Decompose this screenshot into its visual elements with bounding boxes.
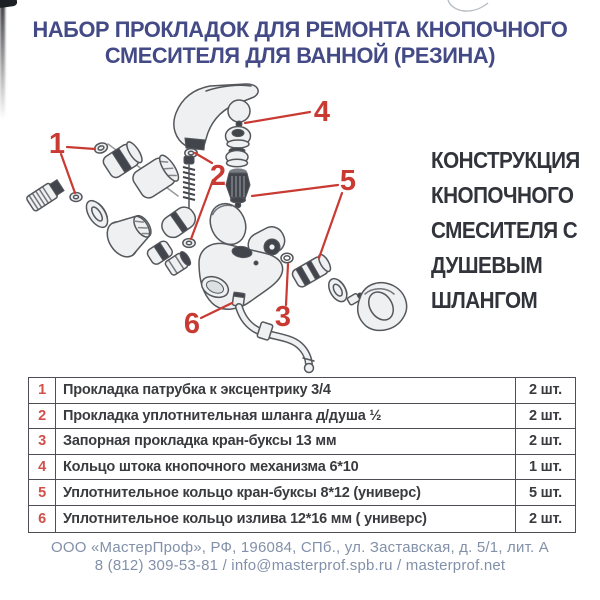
row-3-number: 3 <box>29 429 56 455</box>
caption-line: СМЕСИТЕЛЯ С <box>431 217 578 243</box>
callout-number-5: 5 <box>340 165 356 197</box>
row-4-qty: 1 шт. <box>516 455 575 481</box>
row-6-number: 6 <box>29 505 56 532</box>
row-5-qty: 5 шт. <box>516 480 575 506</box>
caption-line: КНОПОЧНОГО <box>431 182 574 208</box>
row-6-desc: Уплотнительное кольцо излива 12*16 мм ( … <box>56 505 516 532</box>
company-contact: ООО «МастерПроф», РФ, 196084, СПб., ул. … <box>0 539 600 574</box>
callout-1-line-a <box>65 145 97 151</box>
callout-number-6: 6 <box>184 308 200 340</box>
callout-2-line-a <box>193 151 214 165</box>
row-6-qty: 2 шт. <box>528 510 563 527</box>
row-3-desc: Запорная прокладка кран-буксы 13 мм <box>56 429 516 455</box>
caption-line: КОНСТРУКЦИЯ <box>431 147 580 173</box>
button-mechanism-drawing <box>224 99 252 209</box>
mixer-body-drawing <box>198 202 286 310</box>
title-line-2: СМЕСИТЕЛЯ ДЛЯ ВАННОЙ (РЕЗИНА) <box>104 43 496 68</box>
spring-stem-drawing <box>182 155 196 216</box>
row-2-number: 2 <box>29 403 56 430</box>
page-title: НАБОР ПРОКЛАДОК ДЛЯ РЕМОНТА КНОПОЧНОГО С… <box>3 17 597 69</box>
caption-line: ДУШЕВЫМ <box>431 252 543 278</box>
callout-number-1: 1 <box>49 128 65 160</box>
company-phone-email: 8 (812) 309-53-81 / info@masterprof.spb.… <box>94 556 506 574</box>
construction-caption: КОНСТРУКЦИЯ КНОПОЧНОГО СМЕСИТЕЛЯ С ДУШЕВ… <box>431 143 584 318</box>
right-chain-drawing <box>280 252 408 332</box>
callout-number-2: 2 <box>210 160 226 192</box>
hose-gasket-bottom <box>182 237 196 249</box>
callout-3-line <box>284 262 290 307</box>
hose-nut-drawing <box>161 206 197 239</box>
row-4-number: 4 <box>29 454 56 481</box>
callout-6-line <box>199 301 234 320</box>
plastic-crease <box>447 0 489 12</box>
spout-pipe-drawing <box>231 291 315 374</box>
title-line-1: НАБОР ПРОКЛАДОК ДЛЯ РЕМОНТА КНОПОЧНОГО <box>32 17 568 42</box>
row-1-number: 1 <box>29 378 56 404</box>
row-2-qty: 2 шт. <box>516 404 575 430</box>
row-4-desc: Кольцо штока кнопочного механизма 6*10 <box>56 454 516 481</box>
callout-5-line-b <box>317 191 344 260</box>
callouts: 1 2 3 4 5 6 <box>49 96 356 340</box>
parts-table: 1 Прокладка патрубка к эксцентрику 3/4 2… <box>28 377 576 533</box>
row-3-qty: 2 шт. <box>516 429 575 455</box>
callout-number-3: 3 <box>275 301 291 333</box>
callout-1-line-b <box>59 152 77 195</box>
company-address: ООО «МастерПроф», РФ, 196084, СПб., ул. … <box>51 539 549 556</box>
left-upper-chain-drawing <box>93 141 180 199</box>
row-5-desc: Уплотнительное кольцо кран-буксы 8*12 (у… <box>56 480 516 506</box>
callout-4-line <box>243 110 312 125</box>
left-lower-chain-drawing <box>26 179 192 276</box>
caption-line: ШЛАНГОМ <box>431 287 538 313</box>
row-1-qty: 2 шт. <box>516 378 575 404</box>
row-5-number: 5 <box>29 480 56 506</box>
row-2-desc: Прокладка уплотнительная шланга д/душа ½ <box>56 403 516 430</box>
row-1-desc: Прокладка патрубка к эксцентрику 3/4 <box>56 378 516 404</box>
callout-5-line-a <box>250 183 340 198</box>
callout-2-line-b <box>189 178 215 241</box>
photo-edge-shadow <box>0 0 5 140</box>
callout-number-4: 4 <box>314 96 330 128</box>
